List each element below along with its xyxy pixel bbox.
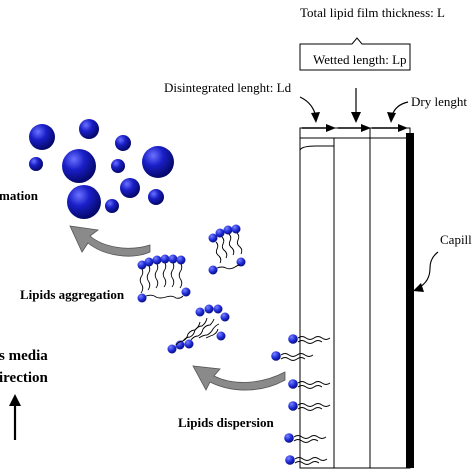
- lipid-head: [271, 351, 281, 361]
- media-direction-arrow-head: [9, 394, 21, 406]
- lipid-aggregate-2: [208, 224, 246, 275]
- film-outline: [299, 127, 411, 469]
- lipid-aggregate-1: [137, 254, 191, 303]
- aqueous-media-label-line2: irection: [0, 370, 49, 386]
- lipid-head: [208, 233, 218, 243]
- lipid-head: [208, 265, 218, 275]
- capillary-wall: [406, 133, 414, 468]
- lipids-aggregation-label: Lipids aggregation: [20, 287, 125, 302]
- disintegrated-length-label: Disintegrated lenght: Ld: [164, 80, 292, 95]
- capillary-label: Capill: [440, 232, 472, 247]
- vesicle-sphere: [148, 189, 164, 205]
- lipid-head: [168, 254, 178, 264]
- lipid-head: [137, 293, 147, 303]
- wetted-pointer-head: [351, 112, 361, 123]
- lipid-head: [215, 228, 225, 238]
- dry-pointer-head: [387, 112, 396, 123]
- vesicle-sphere: [62, 149, 96, 183]
- lipid-head: [288, 334, 298, 344]
- vesicle-sphere: [29, 124, 55, 150]
- dispersed-lipids: [271, 334, 331, 465]
- vesicle-sphere: [111, 159, 125, 173]
- aqueous-media-label-line1: s media: [0, 348, 48, 364]
- lipid-aggregate-3: [167, 304, 230, 354]
- dry-length-label: Dry lenght: [411, 94, 467, 109]
- lipid-head: [288, 401, 298, 411]
- lipid-head: [223, 225, 233, 235]
- vesicle-sphere: [29, 157, 43, 171]
- lipid-head: [236, 257, 246, 267]
- lipid-head: [284, 433, 294, 443]
- disintegrated-pointer-head: [311, 112, 320, 123]
- lipid-head: [167, 344, 177, 354]
- formation-label: mation: [0, 188, 39, 203]
- vesicle-sphere: [67, 185, 101, 219]
- vesicle-sphere: [105, 199, 119, 213]
- wetted-length-label: Wetted length: Lp: [313, 52, 407, 67]
- capillary-pointer-arrow: [417, 251, 439, 289]
- vesicle-sphere: [79, 119, 99, 139]
- lipid-head: [288, 379, 298, 389]
- lipid-head: [144, 257, 154, 267]
- lipid-head: [213, 304, 223, 314]
- lipid-head: [195, 307, 205, 317]
- lipid-head: [204, 304, 214, 314]
- lipid-head: [152, 255, 162, 265]
- total-thickness-brace: [299, 37, 411, 52]
- curved-arrow-to-aggregation: [192, 365, 286, 391]
- film-flow-arrows: [302, 124, 408, 132]
- vesicle-sphere: [120, 178, 140, 198]
- vesicle-sphere: [142, 146, 174, 178]
- capillary-pointer-head: [413, 283, 424, 292]
- lipid-head: [220, 312, 230, 322]
- lipid-head: [285, 455, 295, 465]
- vesicle-sphere: [115, 135, 131, 151]
- lipid-head: [176, 255, 186, 265]
- wetted-length-brace: [299, 52, 411, 71]
- lipid-head: [160, 254, 170, 264]
- meniscus-curve: [299, 145, 334, 151]
- lipid-head: [231, 224, 241, 234]
- lipids-dispersion-label: Lipids dispersion: [178, 415, 275, 430]
- lipid-head: [184, 339, 194, 349]
- lipid-head: [137, 260, 147, 270]
- curved-arrow-to-formation: [69, 225, 151, 257]
- vesicle-spheres: [29, 119, 174, 219]
- total-thickness-label: Total lipid film thickness: L: [300, 5, 445, 20]
- lipid-head: [216, 331, 226, 341]
- lipid-head: [181, 287, 191, 297]
